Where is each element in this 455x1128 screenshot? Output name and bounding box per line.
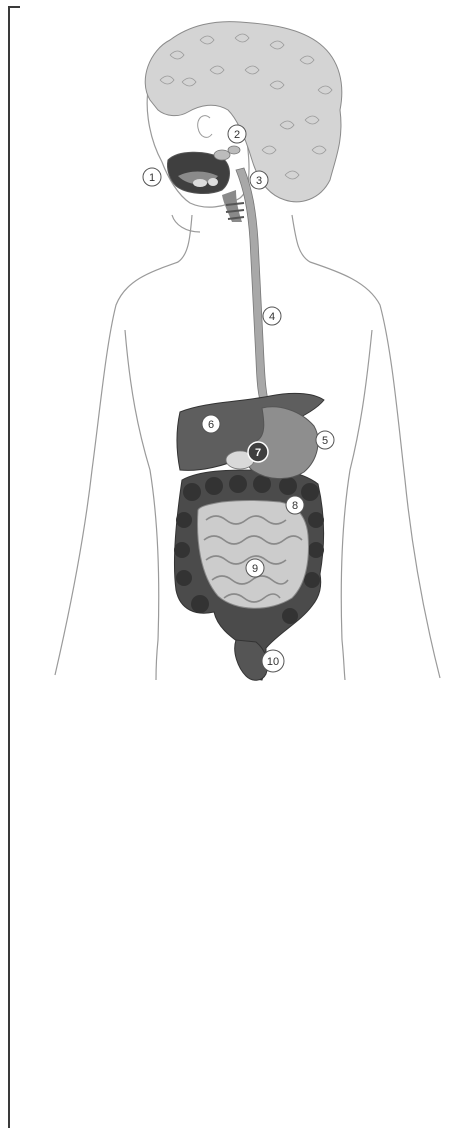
label-10: 10 [262, 650, 284, 672]
label-7: 7 [248, 442, 268, 462]
abdominal-organs [174, 393, 324, 680]
svg-text:9: 9 [252, 563, 258, 575]
svg-text:4: 4 [269, 311, 275, 323]
label-6: 6 [202, 415, 220, 433]
label-5: 5 [316, 431, 334, 449]
svg-text:10: 10 [267, 656, 279, 668]
svg-text:3: 3 [256, 175, 262, 187]
svg-text:2: 2 [234, 129, 240, 141]
svg-text:7: 7 [255, 447, 261, 459]
label-3: 3 [250, 171, 268, 189]
label-1: 1 [143, 168, 161, 186]
label-9: 9 [246, 559, 264, 577]
label-2: 2 [228, 125, 246, 143]
label-4: 4 [263, 307, 281, 325]
svg-text:5: 5 [322, 435, 328, 447]
label-8: 8 [286, 496, 304, 514]
throat-and-esophagus [222, 168, 270, 408]
svg-text:6: 6 [208, 419, 214, 431]
svg-text:1: 1 [149, 172, 155, 184]
svg-text:8: 8 [292, 500, 298, 512]
